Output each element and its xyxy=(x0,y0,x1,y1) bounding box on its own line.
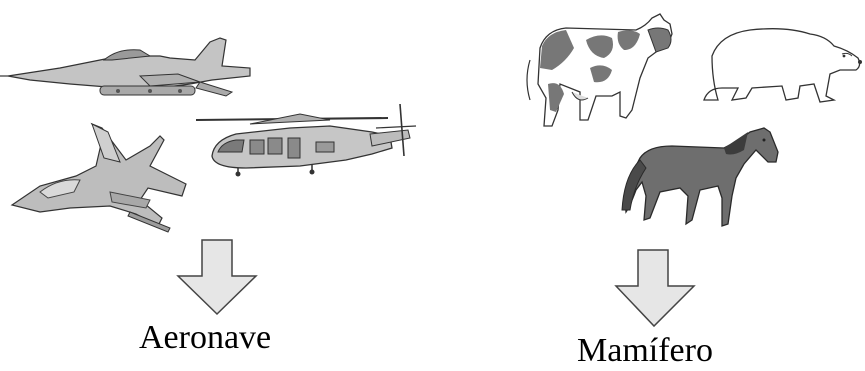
down-arrow-left xyxy=(178,240,256,314)
caption-aeronave: Aeronave xyxy=(139,321,271,355)
helicopter-icon xyxy=(196,104,416,177)
down-arrow-right xyxy=(616,250,694,326)
cow-icon xyxy=(527,14,672,126)
polar-bear-icon xyxy=(704,29,862,102)
horse-icon xyxy=(622,128,778,226)
f18-jet-icon xyxy=(12,124,186,232)
caption-mamifero: Mamífero xyxy=(577,334,713,368)
fighter-jet-icon xyxy=(0,38,250,96)
